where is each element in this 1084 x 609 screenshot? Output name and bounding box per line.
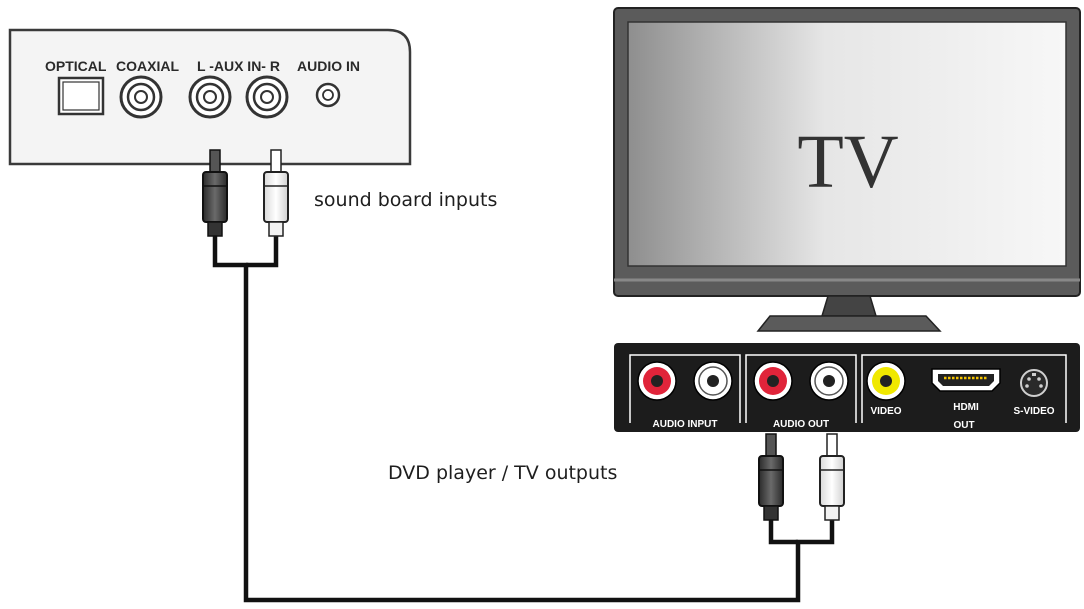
player-outputs-caption: DVD player / TV outputs xyxy=(388,462,617,484)
audio-cable-branch-lower xyxy=(768,520,798,545)
audio-out-right-jack xyxy=(809,361,849,401)
audio-out-left-jack xyxy=(753,361,793,401)
tv: TV xyxy=(613,7,1081,332)
tv-label: TV xyxy=(797,120,898,204)
aux-in-left-port xyxy=(188,75,232,119)
tv-stand-base xyxy=(756,315,942,332)
tv-screen xyxy=(627,21,1067,267)
audio-cable-branch xyxy=(246,236,279,268)
tv-stand-neck xyxy=(820,295,878,317)
video-jack xyxy=(866,361,906,401)
white-rca-plug-bottom xyxy=(819,433,845,521)
coaxial-port xyxy=(119,75,163,119)
audio-out-label: AUDIO OUT xyxy=(773,419,829,430)
black-rca-plug-bottom xyxy=(758,433,784,521)
dvd-player-panel: AUDIO INPUT AUDIO OUT VIDEO HDMI S-VIDEO… xyxy=(614,343,1080,432)
audio-cable xyxy=(212,236,835,603)
hdmi-port xyxy=(931,368,1001,392)
audio-in-port-label: AUDIO IN xyxy=(297,58,360,74)
hdmi-label: HDMI xyxy=(953,402,979,413)
svideo-port xyxy=(1020,369,1048,397)
optical-port-label: OPTICAL xyxy=(45,58,107,74)
aux-in-port-label: L -AUX IN- R xyxy=(197,58,280,74)
audio-input-left-jack xyxy=(637,361,677,401)
aux-in-right-port xyxy=(245,75,289,119)
out-label: OUT xyxy=(953,420,974,431)
audio-input-label: AUDIO INPUT xyxy=(653,419,718,430)
optical-port xyxy=(57,76,105,116)
sound-board-inputs-caption: sound board inputs xyxy=(314,189,497,211)
audio-input-right-jack xyxy=(693,361,733,401)
sound-board: OPTICAL COAXIAL L -AUX IN- R AUDIO IN xyxy=(8,28,412,166)
audio-in-port xyxy=(315,82,341,108)
coaxial-port-label: COAXIAL xyxy=(116,58,179,74)
svideo-label: S-VIDEO xyxy=(1013,406,1054,417)
video-label: VIDEO xyxy=(870,406,901,417)
black-rca-plug-top xyxy=(202,149,228,237)
white-rca-plug-top xyxy=(263,149,289,237)
